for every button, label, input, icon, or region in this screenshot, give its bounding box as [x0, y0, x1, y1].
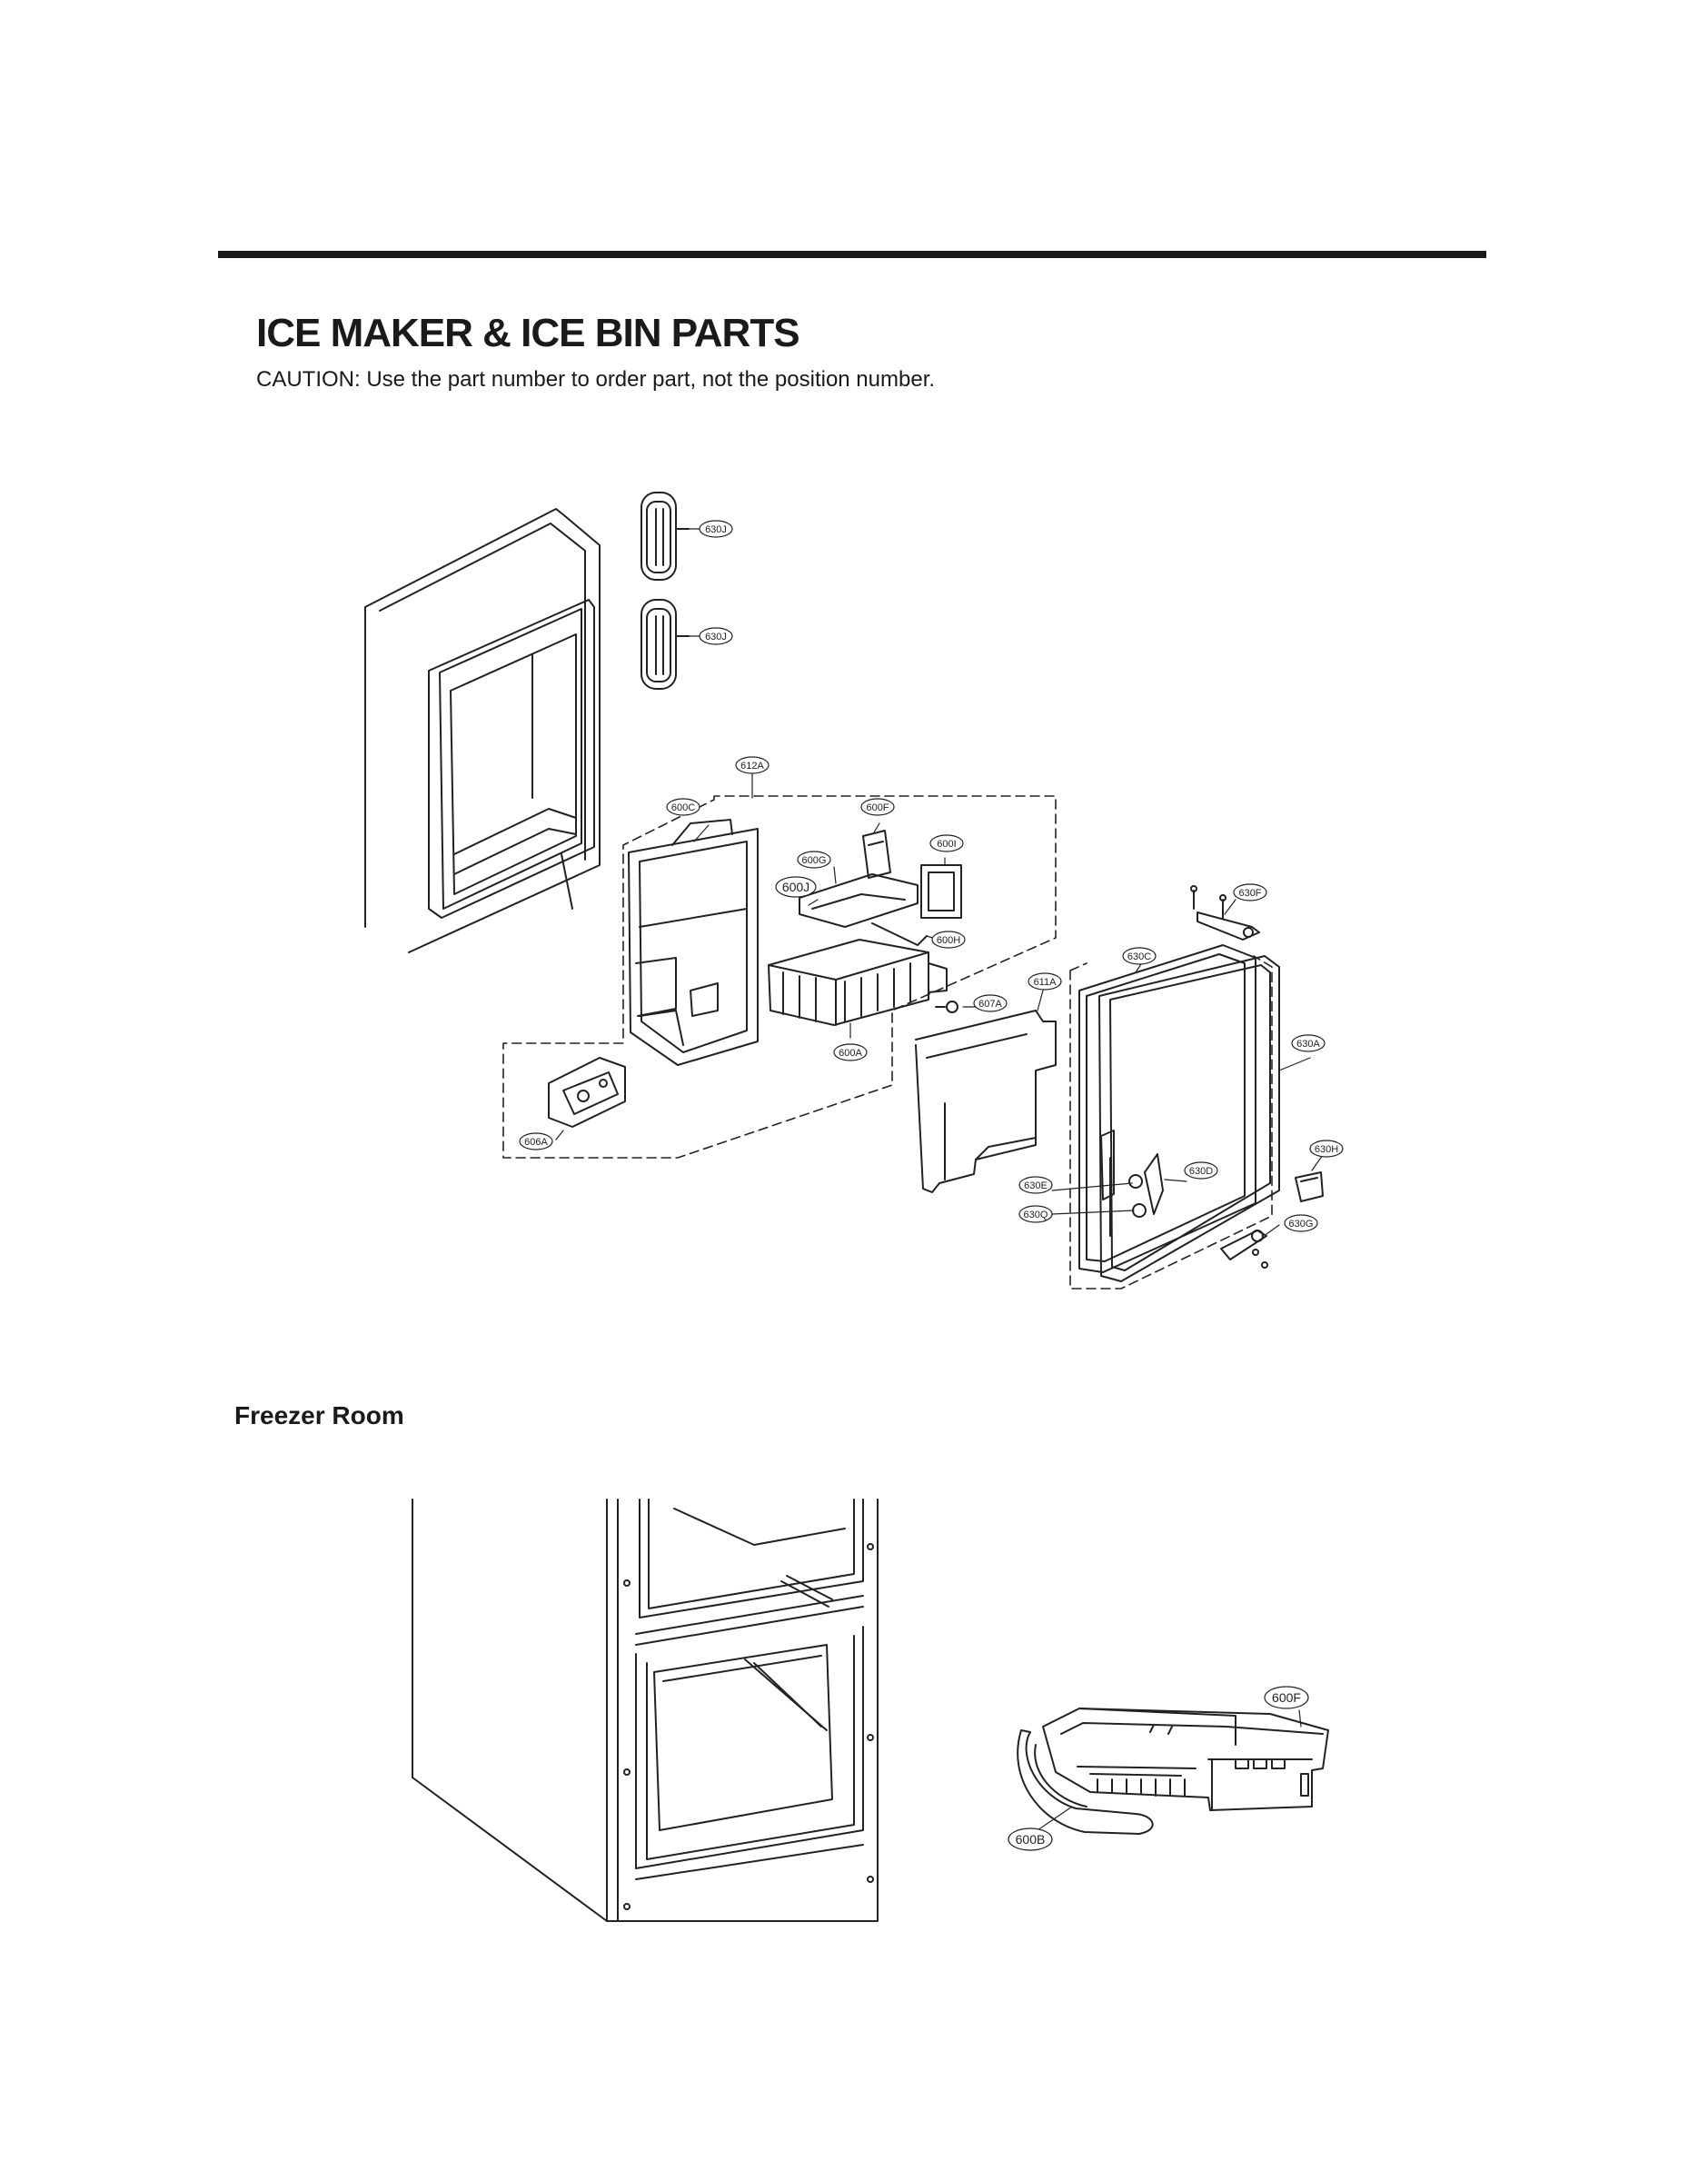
- label-600G: 600G: [802, 855, 827, 866]
- label-600F: 600F: [866, 802, 889, 813]
- callout-600C: [666, 798, 700, 816]
- callout-630D: [1184, 1161, 1218, 1180]
- callout-600F: [860, 798, 895, 816]
- ice-bin-arm-600B: [1017, 1729, 1154, 1835]
- hinge-part-630F: [1190, 885, 1260, 941]
- callout-630C: [1122, 947, 1157, 965]
- label-630J-lower: 630J: [705, 632, 727, 642]
- bracket-part-630G: [1220, 1230, 1268, 1269]
- callout-630J-upper: [699, 520, 733, 538]
- callout-600A: [833, 1043, 868, 1061]
- callout-630G: [1284, 1214, 1318, 1232]
- callout-600G: [797, 851, 831, 869]
- label-600F-detail: 600F: [1272, 1690, 1301, 1705]
- label-630E: 630E: [1024, 1180, 1048, 1191]
- ice-maker-housing: [628, 819, 759, 1066]
- label-630C: 630C: [1127, 951, 1151, 962]
- caution-note: CAUTION: Use the part number to order pa…: [256, 367, 936, 392]
- label-630H: 630H: [1315, 1144, 1338, 1155]
- damper-part-upper: [640, 492, 690, 581]
- label-600C: 600C: [671, 802, 695, 813]
- callout-607A: [973, 994, 1008, 1012]
- window-part-600I: [920, 864, 962, 919]
- section-title-freezer: Freezer Room: [234, 1401, 404, 1429]
- cover-part-600G: [799, 873, 928, 946]
- callout-600J: [775, 876, 817, 898]
- stopper-part-630H: [1295, 1171, 1324, 1202]
- label-630Q: 630Q: [1024, 1210, 1048, 1220]
- clip-part-600F: [862, 830, 891, 879]
- label-630G: 630G: [1289, 1219, 1314, 1230]
- callout-630J-lower: [699, 627, 733, 645]
- ice-maker-unit: [768, 939, 948, 1026]
- ice-maker-assembly-detail: [1042, 1708, 1329, 1811]
- callout-600I: [929, 834, 964, 852]
- label-630A: 630A: [1296, 1039, 1320, 1050]
- assembly-boundary-630A: [1069, 955, 1273, 1290]
- callout-600B-detail: [1008, 1827, 1053, 1851]
- callout-630F: [1233, 883, 1267, 901]
- callout-600H: [931, 931, 966, 949]
- freezer-cabinet: [412, 1499, 879, 1922]
- callout-600F-detail: [1264, 1686, 1309, 1709]
- callout-611A: [1028, 972, 1062, 991]
- label-600H: 600H: [937, 935, 960, 946]
- page-title: ICE MAKER & ICE BIN PARTS: [256, 311, 800, 355]
- label-611A: 611A: [1034, 977, 1058, 988]
- damper-part-lower: [640, 599, 690, 690]
- callout-630A: [1291, 1034, 1326, 1052]
- label-606A: 606A: [524, 1137, 548, 1148]
- header-rule: [218, 251, 1486, 258]
- callout-630E: [1018, 1176, 1053, 1194]
- label-612A: 612A: [740, 761, 764, 772]
- ice-bin-front-611A: [915, 1010, 1057, 1193]
- label-630F: 630F: [1238, 888, 1261, 899]
- label-630D: 630D: [1189, 1166, 1213, 1177]
- screw-part-607A: [935, 1001, 958, 1013]
- callout-630Q: [1018, 1205, 1053, 1223]
- ice-bin-door-630A: [1078, 944, 1280, 1282]
- label-630J-upper: 630J: [705, 524, 727, 535]
- label-600A: 600A: [839, 1048, 862, 1059]
- callout-630H: [1309, 1140, 1344, 1158]
- label-607A: 607A: [978, 999, 1002, 1010]
- label-600B-detail: 600B: [1016, 1832, 1046, 1847]
- label-600I: 600I: [937, 839, 956, 850]
- callout-606A: [519, 1132, 553, 1150]
- callout-612A: [735, 756, 770, 774]
- door-liner: [364, 508, 601, 953]
- bracket-part-606A: [548, 1057, 626, 1128]
- label-600J: 600J: [782, 880, 809, 894]
